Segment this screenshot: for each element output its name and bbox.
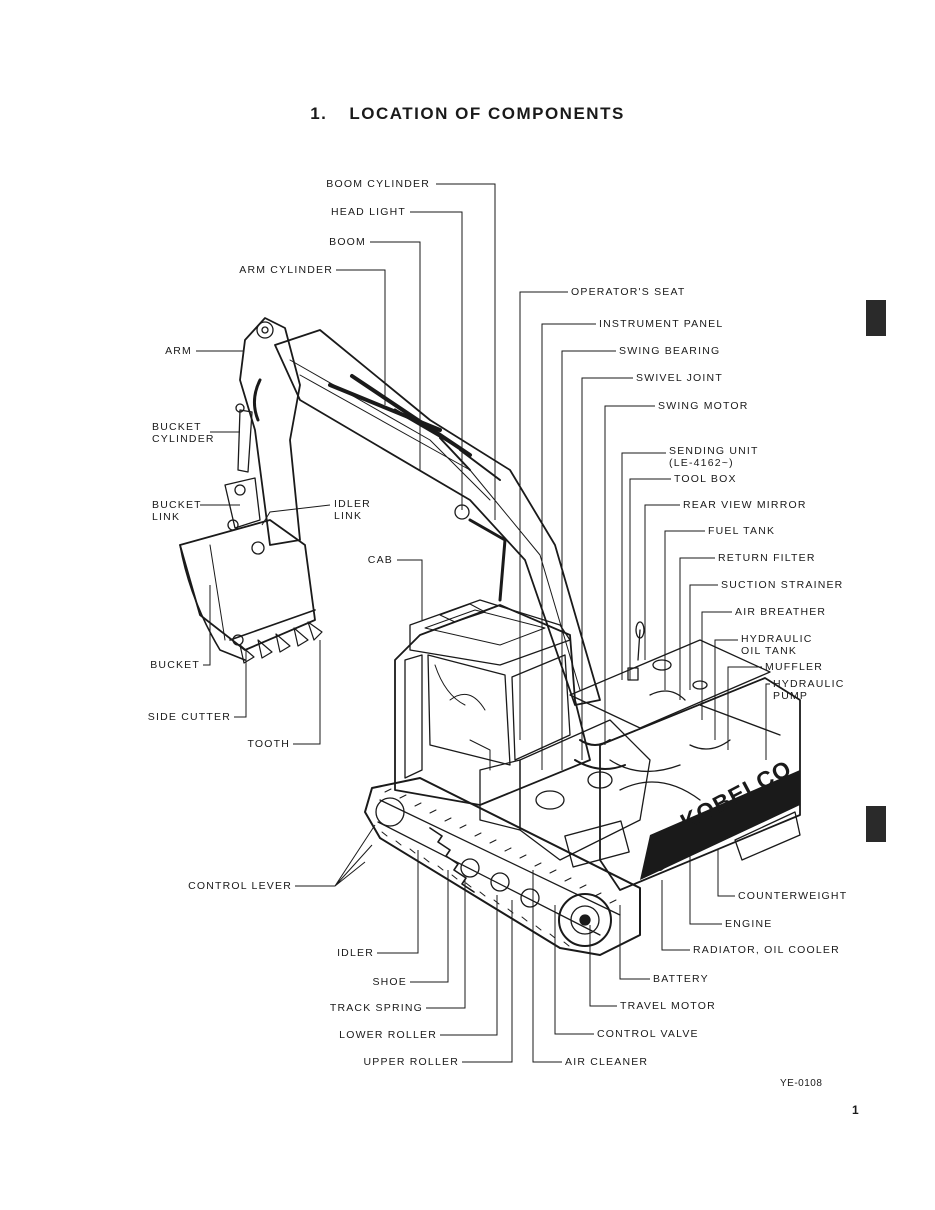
label-side-cutter: SIDE CUTTER	[147, 711, 231, 723]
label-rear-view-mirror: REAR VIEW MIRROR	[683, 499, 807, 511]
label-hydraulic-oil-tank-line1: HYDRAULIC	[741, 633, 813, 645]
label-boom-cylinder: BOOM CYLINDER	[326, 178, 430, 190]
label-battery: BATTERY	[653, 973, 709, 985]
label-fuel-tank: FUEL TANK	[708, 525, 776, 537]
label-bucket-link-line1: BUCKET	[152, 499, 202, 511]
label-head-light: HEAD LIGHT	[330, 206, 406, 218]
body-stripe	[640, 770, 800, 880]
upper-structure	[479, 621, 801, 891]
label-bucket-link-line2: LINK	[152, 511, 181, 523]
label-cab: CAB	[367, 554, 393, 566]
margin-tab-bottom	[866, 806, 886, 842]
label-bucket-cylinder-line2: CYLINDER	[152, 433, 215, 445]
label-instrument-panel: INSTRUMENT PANEL	[599, 318, 724, 330]
label-idler-link-line2: LINK	[334, 510, 363, 522]
label-control-lever: CONTROL LEVER	[188, 880, 292, 892]
label-air-cleaner: AIR CLEANER	[565, 1056, 649, 1068]
label-bucket-cylinder-line1: BUCKET	[152, 421, 202, 433]
track-assembly	[364, 777, 801, 956]
label-bucket: BUCKET	[150, 659, 200, 671]
leader-lines	[196, 183, 770, 1063]
label-engine: ENGINE	[725, 918, 773, 930]
label-upper-roller: UPPER ROLLER	[363, 1056, 459, 1068]
bucket-drawing	[179, 519, 323, 664]
label-swing-bearing: SWING BEARING	[619, 345, 721, 357]
label-suction-strainer: SUCTION STRAINER	[721, 579, 844, 591]
label-lower-roller: LOWER ROLLER	[339, 1029, 437, 1041]
label-travel-motor: TRAVEL MOTOR	[620, 1000, 716, 1012]
label-hydraulic-oil-tank-line2: OIL TANK	[741, 645, 798, 657]
label-tooth: TOOTH	[247, 738, 290, 750]
label-boom: BOOM	[329, 236, 366, 248]
arm-drawing	[224, 317, 301, 555]
margin-tab-top	[866, 300, 886, 336]
label-muffler: MUFFLER	[765, 661, 823, 673]
label-idler-link-line1: IDLER	[334, 498, 371, 510]
label-sending-unit-line1: SENDING UNIT	[669, 445, 759, 457]
section-title: LOCATION OF COMPONENTS	[349, 104, 625, 123]
page-number: 1	[852, 1103, 859, 1117]
figure-code: YE-0108	[780, 1078, 823, 1089]
label-track-spring: TRACK SPRING	[329, 1002, 423, 1014]
label-idler: IDLER	[337, 947, 374, 959]
label-radiator-oil-cooler: RADIATOR, OIL COOLER	[693, 944, 840, 956]
label-counterweight: COUNTERWEIGHT	[738, 890, 848, 902]
label-control-valve: CONTROL VALVE	[597, 1028, 699, 1040]
label-swing-motor: SWING MOTOR	[658, 400, 749, 412]
label-return-filter: RETURN FILTER	[718, 552, 816, 564]
label-hydraulic-pump-line1: HYDRAULIC	[773, 678, 845, 690]
label-swivel-joint: SWIVEL JOINT	[636, 372, 723, 384]
cab-drawing	[394, 599, 591, 806]
label-shoe: SHOE	[372, 976, 407, 988]
label-arm-cylinder: ARM CYLINDER	[239, 264, 333, 276]
page-title: 1. LOCATION OF COMPONENTS	[0, 104, 935, 124]
label-arm: ARM	[165, 345, 192, 357]
section-number: 1.	[310, 104, 328, 123]
label-hydraulic-pump-line2: PUMP	[773, 690, 809, 702]
boom-drawing	[274, 329, 601, 706]
label-sending-unit-line2: (LE-4162~)	[669, 457, 734, 469]
label-operators-seat: OPERATOR'S SEAT	[571, 286, 686, 298]
label-tool-box: TOOL BOX	[674, 473, 737, 485]
label-air-breather: AIR BREATHER	[735, 606, 827, 618]
